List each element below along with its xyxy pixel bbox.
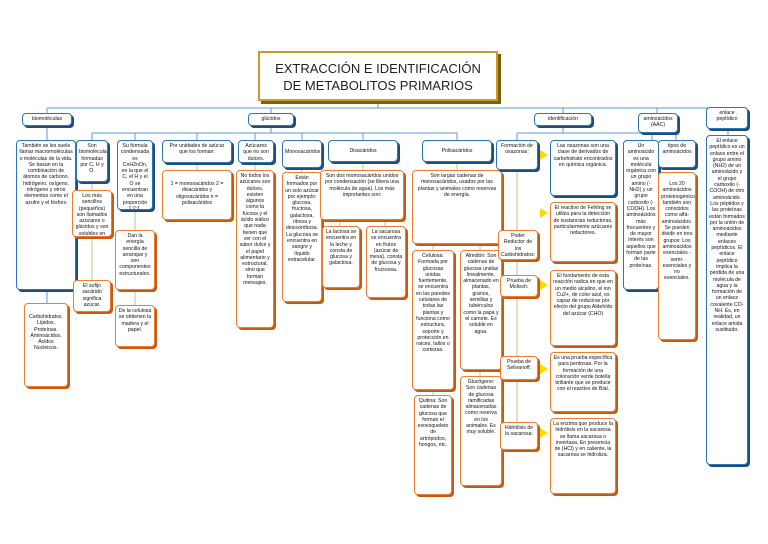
glucidos-c7-c: Almidón: Son cadenas de glucosa unidas l…: [460, 250, 502, 370]
arrow-hidrolisis: [540, 428, 548, 438]
glucidos-c7-e-text: Glucógeno: Son cadenas de glucosa ramifi…: [465, 379, 497, 436]
glucidos-c5-a: Están formados por un solo azúcar por ej…: [282, 172, 322, 302]
molisch-head: Prueba de Molisch:: [500, 275, 538, 297]
osazonas-head: Formación de osazonas:: [496, 140, 538, 170]
biomoleculas-header: biomoléculas: [22, 113, 72, 126]
glucidos-c5-head-text: Monosacáridos: [285, 149, 321, 155]
glucidos-label: glúcidos: [261, 116, 281, 122]
hidrolisis-desc: La enzima que produce la hidrólisis en l…: [550, 418, 616, 494]
tipos-desc-text: Los 20 aminoácidos proteinogénicos tambi…: [661, 181, 696, 282]
arrow-molisch: [540, 280, 548, 290]
glucidos-c6-head: Disacáridos: [328, 140, 398, 162]
glucidos-c6-a: Son dos monosacáridos unidos por condens…: [320, 170, 404, 220]
glucidos-header: glúcidos: [248, 113, 294, 126]
hidrolisis-desc-text: La enzima que produce la hidrólisis en l…: [553, 421, 613, 459]
glucidos-c4-a: No todos los azúcares son dulces, existe…: [236, 170, 274, 328]
glucidos-c6-a-text: Son dos monosacáridos unidos por condens…: [325, 173, 399, 198]
aminoacido-header: aminoácidos (AAC): [638, 113, 678, 133]
glucidos-c1-a-text: Los más sencillos (pequeños) son llamado…: [75, 193, 109, 237]
glucidos-c7-b-text: Celulosa: Formada por glucosas unidas fu…: [415, 253, 451, 354]
glucidos-c7-c-text: Almidón: Son cadenas de glucosa unidas l…: [463, 253, 499, 335]
arrow-osazonas: [540, 150, 548, 160]
enlace-header: enlace peptídico: [706, 107, 748, 129]
biomoleculas-examples-text: Carbohidratos. Lípidos. Proteínas. Amino…: [28, 314, 64, 352]
enlace-desc-text: El enlace peptídico es un enlace entre e…: [709, 138, 745, 333]
glucidos-c5-a-text: Están formados por un solo azúcar por ej…: [285, 175, 319, 263]
glucidos-c7-b: Celulosa: Formada por glucosas unidas fu…: [412, 250, 454, 390]
tipos-head-text: tipos de aminoácidos: [662, 143, 692, 156]
glucidos-c7-head: Polisacáridos: [422, 140, 492, 162]
glucidos-c3-a: 1 = monosacáridos 2 = disacáridos y olig…: [162, 170, 232, 220]
glucidos-c1-a: Los más sencillos (pequeños) son llamado…: [72, 190, 112, 237]
glucidos-c7-d: Quitina: Son cadenas de glucosa que form…: [414, 395, 452, 495]
hidrolisis-head: Hidrólisis de la sacarosa:: [500, 422, 538, 450]
tipos-head: tipos de aminoácidos: [658, 140, 696, 168]
glucidos-c1-b: El sufijo sacárido significa azúcar.: [73, 280, 111, 312]
glucidos-c5-head: Monosacáridos: [282, 140, 322, 168]
biomoleculas-examples: Carbohidratos. Lípidos. Proteínas. Amino…: [24, 303, 68, 387]
title-line-2: DE METABOLITOS PRIMARIOS: [283, 78, 473, 93]
arrow-fehling: [540, 208, 548, 218]
glucidos-c3-head-text: Por unidades de azúcar que los forman:: [169, 143, 225, 156]
page-title: EXTRACCIÓN E IDENTIFICACIÓN DE METABOLIT…: [258, 51, 498, 101]
selivanoff-head-text: Prueba de Selivanoff:: [506, 359, 532, 372]
fehling-desc-text: El reactivo de Fehling se utiliza para l…: [553, 205, 613, 237]
biomoleculas-label: biomoléculas: [31, 116, 63, 122]
glucidos-c3-a-text: 1 = monosacáridos 2 = disacáridos y olig…: [170, 181, 224, 206]
tipos-desc: Los 20 aminoácidos proteinogénicos tambi…: [658, 172, 696, 340]
osazonas-desc: Las osazonas son una clase de derivados …: [550, 140, 616, 196]
glucidos-c4-head: Azúcares que no son dulces.: [238, 140, 274, 163]
aminoacido-desc-text: Un aminoácido es una molécula orgánica c…: [626, 143, 656, 269]
molisch-head-text: Prueba de Molisch:: [507, 278, 531, 291]
biomoleculas-desc-text: También se les suele llamar macromolécul…: [19, 143, 73, 206]
glucidos-c2-a: Dan la energía sencilla de arranque y so…: [115, 230, 155, 290]
arrow-selivanoff: [540, 364, 548, 374]
enlace-label: enlace peptídico: [716, 110, 738, 123]
glucidos-c7-a-text: Son largas cadenas de monosacáridos, usa…: [417, 173, 497, 198]
osazonas-head-text: Formación de osazonas:: [501, 143, 533, 156]
fehling-head: Poder Reductor de los Carbohidratos:: [498, 230, 538, 260]
selivanoff-desc: Es una prueba específica para pentosas. …: [550, 352, 616, 412]
fehling-head-text: Poder Reductor de los Carbohidratos:: [501, 233, 536, 258]
glucidos-c4-a-text: No todos los azúcares son dulces, existe…: [239, 173, 271, 287]
selivanoff-head: Prueba de Selivanoff:: [500, 356, 538, 380]
glucidos-c6-c: La sacarosa se encuentra en frutos (azúc…: [366, 226, 406, 298]
aminoacido-desc: Un aminoácido es una molécula orgánica c…: [623, 140, 659, 290]
glucidos-c1-head-text: Son biomoléculas formadas por C, H y O.: [79, 143, 108, 175]
glucidos-c1-head: Son biomoléculas formadas por C, H y O.: [76, 140, 108, 182]
glucidos-c1-b-text: El sufijo sacárido significa azúcar.: [82, 283, 102, 308]
glucidos-c6-b: La lactosa se encuentra en la leche y co…: [322, 226, 360, 288]
glucidos-c6-b-text: La lactosa se encuentra en la leche y co…: [325, 229, 357, 267]
glucidos-c3-head: Por unidades de azúcar que los forman:: [162, 140, 232, 163]
glucidos-c4-head-text: Azúcares que no son dulces.: [243, 143, 269, 162]
hidrolisis-head-text: Hidrólisis de la sacarosa:: [504, 425, 534, 438]
identificacion-header: identificación: [534, 113, 592, 126]
glucidos-c6-head-text: Disacáridos: [349, 148, 377, 154]
identificacion-label: identificación: [548, 116, 578, 122]
molisch-desc: El fundamento de esta reacción radica en…: [550, 270, 616, 346]
glucidos-c7-e: Glucógeno: Son cadenas de glucosa ramifi…: [460, 376, 502, 486]
selivanoff-desc-text: Es una prueba específica para pentosas. …: [553, 355, 613, 393]
glucidos-c2-a-text: Dan la energía sencilla de arranque y so…: [119, 233, 151, 277]
glucidos-c6-c-text: La sacarosa se encuentra en frutos (azúc…: [369, 229, 403, 273]
enlace-desc: El enlace peptídico es un enlace entre e…: [706, 135, 748, 465]
glucidos-c7-d-text: Quitina: Son cadenas de glucosa que form…: [417, 398, 449, 449]
glucidos-c2-b: De la celulosa se obtienen la madera y e…: [115, 305, 155, 347]
molisch-desc-text: El fundamento de esta reacción radica en…: [553, 273, 613, 317]
glucidos-c7-a: Son largas cadenas de monosacáridos, usa…: [412, 170, 502, 244]
title-line-1: EXTRACCIÓN E IDENTIFICACIÓN: [275, 61, 481, 76]
glucidos-c2-b-text: De la celulosa se obtienen la madera y e…: [118, 308, 152, 333]
biomoleculas-desc: También se les suele llamar macromolécul…: [16, 140, 76, 290]
fehling-desc: El reactivo de Fehling se utiliza para l…: [550, 202, 616, 262]
aminoacido-label: aminoácidos (AAC): [643, 116, 673, 129]
osazonas-desc-text: Las osazonas son una clase de derivados …: [553, 143, 613, 168]
glucidos-c2-head-text: Su fórmula condensada es CnH2nOn, en la …: [120, 143, 150, 210]
glucidos-c2-head: Su fórmula condensada es CnH2nOn, en la …: [117, 140, 153, 210]
glucidos-c7-head-text: Polisacáridos: [441, 148, 473, 154]
